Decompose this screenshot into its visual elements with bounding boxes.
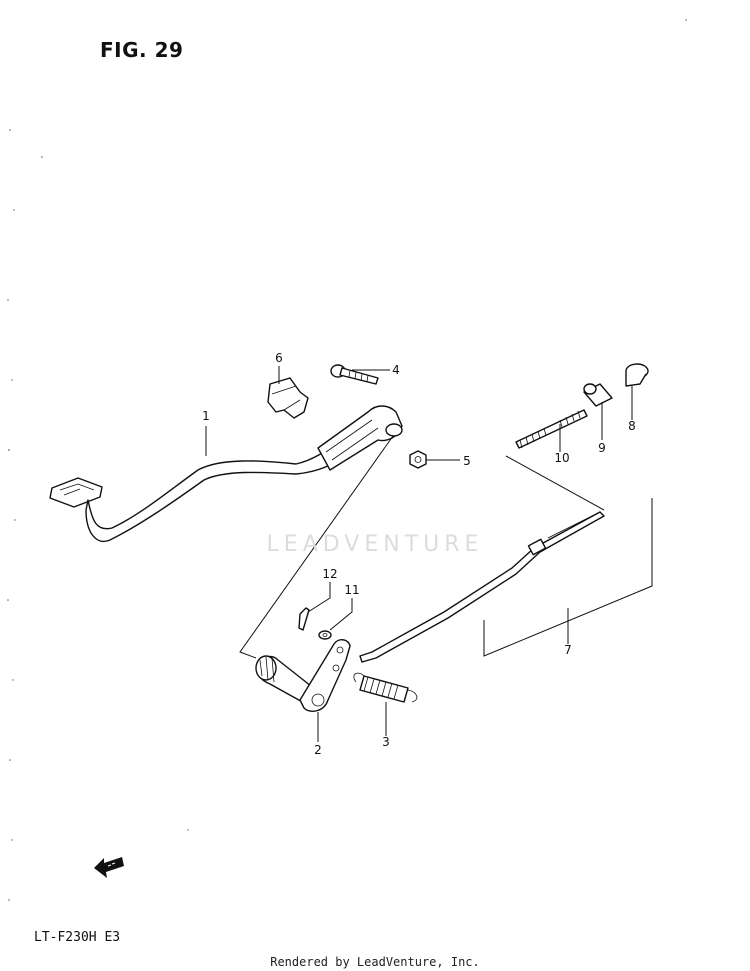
cotter-pin-part	[298, 607, 310, 631]
washer-part	[318, 630, 332, 640]
footer-credit: Rendered by LeadVenture, Inc.	[270, 955, 480, 969]
watermark: LEADVENTURE	[266, 532, 484, 557]
pedal-stopper-part	[267, 377, 309, 419]
brake-rod-part	[359, 511, 605, 663]
callout-7: 7	[564, 643, 572, 657]
brake-pedal-part	[49, 405, 403, 543]
model-code: LT-F230H E3	[34, 930, 121, 945]
joint-pin-part	[625, 363, 649, 387]
callout-10: 10	[554, 451, 569, 465]
scan-specks	[7, 19, 687, 901]
cable-joint-part	[583, 383, 613, 407]
figure-title: FIG. 29	[100, 38, 184, 62]
callout-2: 2	[314, 743, 322, 757]
callout-11: 11	[344, 583, 359, 597]
rod-adjuster-part	[515, 409, 588, 449]
callout-1: 1	[202, 409, 210, 423]
callout-12: 12	[322, 567, 337, 581]
fwd-arrow-icon	[94, 857, 124, 878]
pedal-shaft-arm-part	[255, 639, 351, 712]
callout-4: 4	[392, 363, 400, 377]
callout-8: 8	[628, 419, 636, 433]
bolt-part	[330, 364, 379, 385]
leader-lines	[205, 366, 653, 742]
return-spring-part	[353, 672, 418, 703]
callout-5: 5	[463, 454, 471, 468]
callout-6: 6	[275, 351, 283, 365]
callout-3: 3	[382, 735, 390, 749]
callout-9: 9	[598, 441, 606, 455]
nut-part	[409, 450, 427, 469]
